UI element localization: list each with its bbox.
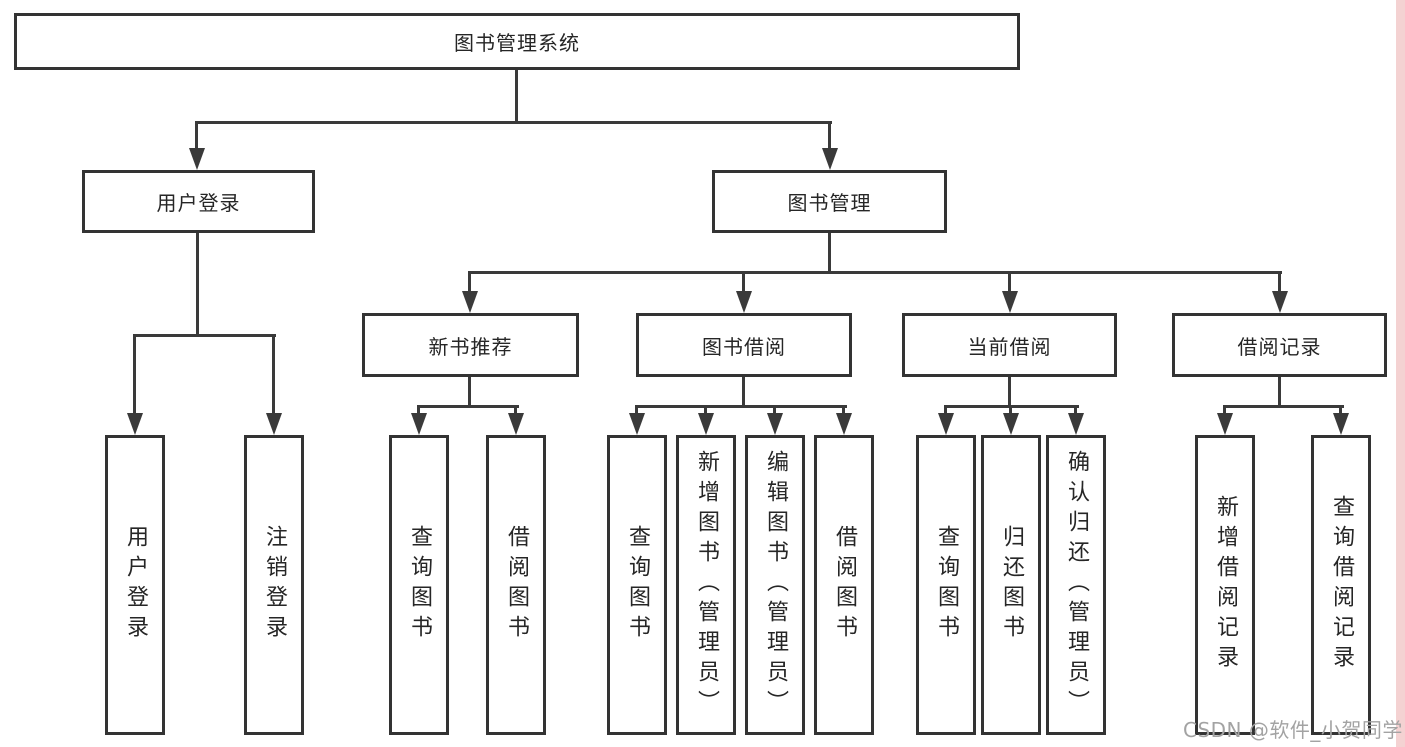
leaf-return-books: 归还图书 xyxy=(981,435,1041,735)
node-current-borrowing: 当前借阅 xyxy=(902,313,1117,377)
node-label: 新书推荐 xyxy=(428,334,513,359)
node-label: 新增借阅记录 xyxy=(1213,495,1238,675)
arrow-down-icon xyxy=(189,148,205,170)
leaf-borrow-books-borrowing: 借阅图书 xyxy=(814,435,874,735)
arrow-down-icon xyxy=(629,413,645,435)
node-label: 查询图书 xyxy=(934,525,959,645)
node-label: 借阅记录 xyxy=(1237,334,1322,359)
node-label: 借阅图书 xyxy=(832,525,857,645)
node-label: 借阅图书 xyxy=(504,525,529,645)
arrow-down-icon xyxy=(266,413,282,435)
node-label: 用户登录 xyxy=(123,525,148,645)
leaf-user-login: 用户登录 xyxy=(105,435,165,735)
connector-borrow-record-stem xyxy=(1278,377,1281,408)
node-label: 新增图书（管理员） xyxy=(694,450,719,720)
connector-leaf-stem xyxy=(133,334,136,413)
node-borrowing-records: 借阅记录 xyxy=(1172,313,1387,377)
arrow-down-icon xyxy=(1068,413,1084,435)
connector-leaf-stem xyxy=(773,405,776,414)
arrow-down-icon xyxy=(508,413,524,435)
connector-leaf-stem xyxy=(1278,271,1281,293)
connector-book-management-branch xyxy=(468,271,1282,274)
node-label: 注销登录 xyxy=(262,525,287,645)
connector-root-branch xyxy=(196,121,832,124)
node-label: 查询借阅记录 xyxy=(1329,495,1354,675)
connector-leaf-stem xyxy=(635,405,638,414)
arrow-down-icon xyxy=(1003,413,1019,435)
connector-leaf-stem xyxy=(514,405,517,414)
node-label: 图书管理 xyxy=(787,191,872,215)
node-label: 用户登录 xyxy=(156,191,241,215)
node-book-borrowing: 图书借阅 xyxy=(636,313,852,377)
arrow-down-icon xyxy=(1333,413,1349,435)
leaf-query-books-current: 查询图书 xyxy=(916,435,976,735)
leaf-query-borrow-record: 查询借阅记录 xyxy=(1311,435,1371,735)
node-user-login: 用户登录 xyxy=(82,170,315,233)
connector-new-book-stem xyxy=(468,377,471,408)
connector-new-book-branch xyxy=(417,405,519,408)
arrow-down-icon xyxy=(736,291,752,313)
connector-user-login-stem xyxy=(196,233,199,337)
arrow-down-icon xyxy=(698,413,714,435)
connector-leaf-stem xyxy=(468,271,471,293)
arrow-down-icon xyxy=(836,413,852,435)
node-new-book-recommendation: 新书推荐 xyxy=(362,313,579,377)
node-label: 查询图书 xyxy=(625,525,650,645)
connector-leaf-stem xyxy=(944,405,947,414)
connector-leaf-stem xyxy=(704,405,707,414)
leaf-confirm-return-admin: 确认归还（管理员） xyxy=(1046,435,1106,735)
arrow-down-icon xyxy=(411,413,427,435)
leaf-logout: 注销登录 xyxy=(244,435,304,735)
node-label: 确认归还（管理员） xyxy=(1064,450,1089,720)
connector-stem-user-login xyxy=(195,121,198,150)
connector-book-borrow-stem xyxy=(742,377,745,408)
arrow-down-icon xyxy=(1002,291,1018,313)
connector-user-login-branch xyxy=(133,334,276,337)
leaf-query-books-borrowing: 查询图书 xyxy=(607,435,667,735)
connector-leaf-stem xyxy=(272,334,275,413)
node-library-management-system: 图书管理系统 xyxy=(14,13,1020,70)
connector-leaf-stem xyxy=(1008,271,1011,293)
connector-leaf-stem xyxy=(1339,405,1342,414)
leaf-borrow-books-recommend: 借阅图书 xyxy=(486,435,546,735)
arrow-down-icon xyxy=(767,413,783,435)
connector-leaf-stem xyxy=(842,405,845,414)
node-label: 查询图书 xyxy=(407,525,432,645)
leaf-edit-book-admin: 编辑图书（管理员） xyxy=(745,435,805,735)
arrow-down-icon xyxy=(822,148,838,170)
connector-stem-book-management xyxy=(828,121,831,150)
arrow-down-icon xyxy=(1217,413,1233,435)
connector-borrow-record-branch xyxy=(1223,405,1344,408)
connector-book-borrow-branch xyxy=(635,405,847,408)
arrow-down-icon xyxy=(127,413,143,435)
node-label: 归还图书 xyxy=(999,525,1024,645)
node-label: 图书管理系统 xyxy=(454,31,580,55)
connector-current-borrow-stem xyxy=(1008,377,1011,408)
arrow-down-icon xyxy=(462,291,478,313)
leaf-add-borrow-record: 新增借阅记录 xyxy=(1195,435,1255,735)
leaf-query-books-recommend: 查询图书 xyxy=(389,435,449,735)
connector-book-management-stem xyxy=(828,233,831,274)
connector-leaf-stem xyxy=(742,271,745,293)
node-book-management: 图书管理 xyxy=(712,170,947,233)
arrow-down-icon xyxy=(938,413,954,435)
connector-leaf-stem xyxy=(1074,405,1077,414)
right-edge-strip xyxy=(1396,0,1405,747)
connector-leaf-stem xyxy=(417,405,420,414)
connector-leaf-stem xyxy=(1009,405,1012,414)
connector-leaf-stem xyxy=(1223,405,1226,414)
node-label: 图书借阅 xyxy=(702,334,786,359)
node-label: 当前借阅 xyxy=(967,334,1052,359)
leaf-add-book-admin: 新增图书（管理员） xyxy=(676,435,736,735)
connector-root-stem xyxy=(515,70,518,123)
csdn-watermark: CSDN @软件_小贺同学 xyxy=(1183,718,1403,742)
arrow-down-icon xyxy=(1272,291,1288,313)
node-label: 编辑图书（管理员） xyxy=(763,450,788,720)
